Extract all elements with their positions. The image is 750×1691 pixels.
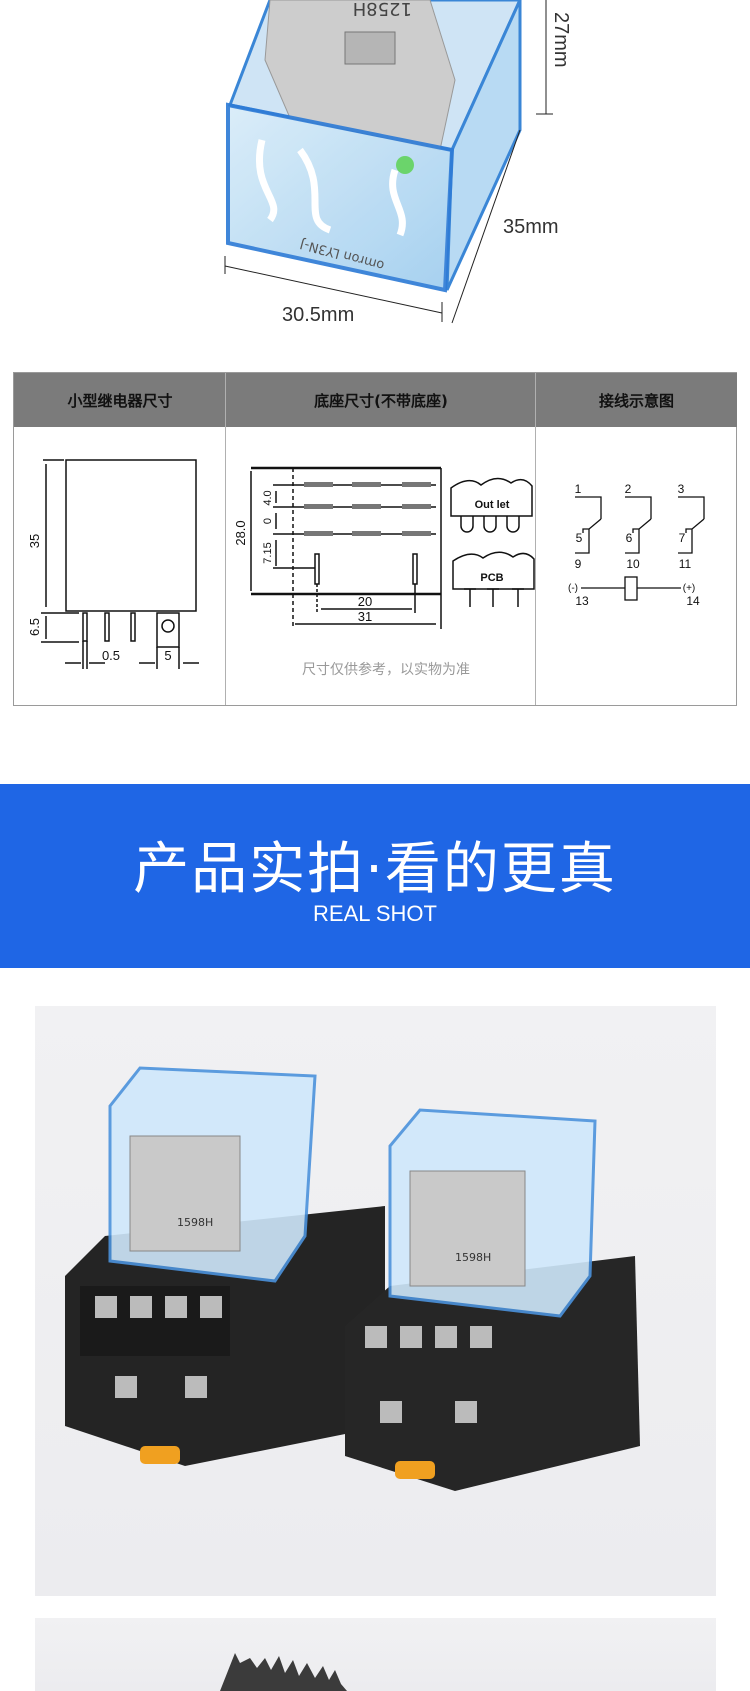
socket-photo (220, 1653, 347, 1691)
depth-dimension-line (451, 129, 521, 324)
relay-size-diagram (41, 459, 199, 669)
real-shot-banner: 产品实拍·看的更真 REAL SHOT (0, 784, 750, 968)
tab-width-label: 5 (164, 648, 171, 663)
pin-spacing-label: 20 (358, 594, 372, 609)
depth-dimension-label: 35mm (503, 216, 559, 238)
relay-left: 1598H (65, 1066, 385, 1466)
header-wiring-diagram: 接线示意图 (536, 373, 737, 427)
column-divider (225, 373, 226, 705)
base-width-label: 31 (358, 609, 372, 624)
product-photo-1: 1598H 1598H (35, 1006, 716, 1596)
pin-width-label: 0.5 (102, 648, 120, 663)
column-divider (535, 373, 536, 705)
terminal-11: 11 (679, 557, 692, 571)
product-photo-2 (35, 1618, 716, 1691)
base-size-diagram (250, 466, 535, 629)
terminal-7: 7 (679, 531, 686, 545)
relay-marking: 1258H (353, 0, 412, 19)
wiring-diagram (575, 496, 705, 601)
terminal-2: 2 (625, 482, 632, 496)
row-gap-label-2: 0 (262, 518, 274, 524)
terminal-14: 14 (686, 594, 700, 608)
outlet-label: Out let (475, 499, 510, 511)
header-relay-size: 小型继电器尺寸 (14, 373, 226, 427)
base-height-label: 28.0 (233, 520, 248, 545)
width-dimension-label: 30.5mm (282, 304, 355, 326)
spec-table: 小型继电器尺寸 底座尺寸(不带底座) 接线示意图 35 6.5 0.5 5 (13, 372, 737, 706)
width-dimension-line (224, 265, 443, 314)
terminal-5: 5 (576, 531, 583, 545)
relay-illustration: 1258H omron LY3N-J (224, 0, 553, 324)
product-dimension-image: 1258H omron LY3N-J 27mm 35mm 30.5mm (0, 0, 750, 340)
terminal-13: 13 (575, 594, 589, 608)
coil-negative: (-) (568, 583, 578, 594)
terminal-3: 3 (678, 482, 685, 496)
dimension-note: 尺寸仅供参考，以实物为准 (302, 661, 470, 677)
relay-height-label: 35 (27, 534, 42, 548)
terminal-6: 6 (626, 531, 633, 545)
terminal-10: 10 (626, 557, 640, 571)
relay-with-socket-photo: 1598H 1598H (65, 1066, 640, 1491)
offset-label: 7.15 (262, 542, 274, 563)
coil-positive: (+) (683, 583, 696, 594)
terminal-1: 1 (575, 482, 582, 496)
banner-subtitle: REAL SHOT (313, 901, 437, 926)
pin-length-label: 6.5 (27, 618, 42, 636)
header-base-size: 底座尺寸(不带底座) (226, 373, 536, 427)
banner-title: 产品实拍·看的更真 (133, 837, 617, 902)
row-gap-label: 4.0 (262, 490, 274, 505)
relay-marking-right: 1598H (455, 1251, 491, 1264)
relay-marking-left: 1598H (177, 1216, 213, 1229)
pcb-label: PCB (480, 572, 503, 584)
spec-diagrams: 35 6.5 0.5 5 28 (27, 459, 705, 677)
terminal-9: 9 (575, 557, 582, 571)
relay-right: 1598H (345, 1108, 640, 1491)
